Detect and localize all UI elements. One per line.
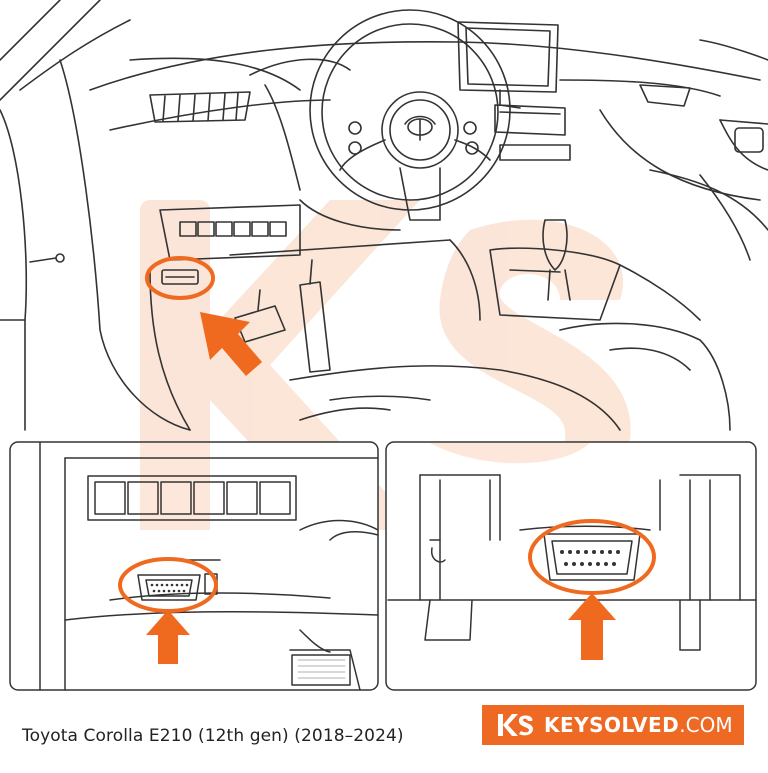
keysolved-logo[interactable]: KEYSOLVED.COM — [482, 705, 744, 745]
dash-closeup-drawing — [39, 442, 379, 691]
arrow-up-icon-right — [568, 593, 616, 660]
inset-dash-closeup — [9, 441, 379, 691]
obd-port-highlight — [145, 256, 215, 300]
inset-port-closeup — [385, 441, 757, 691]
arrow-icon — [200, 312, 262, 376]
vehicle-caption: Toyota Corolla E210 (12th gen) (2018–202… — [22, 726, 404, 746]
obd-pins-left — [150, 583, 189, 593]
ks-logo-icon — [498, 714, 533, 736]
dashboard-illustration — [0, 0, 768, 431]
brand-tld: .COM — [679, 713, 733, 737]
port-closeup-drawing — [387, 474, 757, 651]
arrow-up-icon — [146, 610, 190, 664]
obd-pins-right — [560, 550, 620, 566]
brand-name: KEYSOLVED — [544, 713, 680, 737]
